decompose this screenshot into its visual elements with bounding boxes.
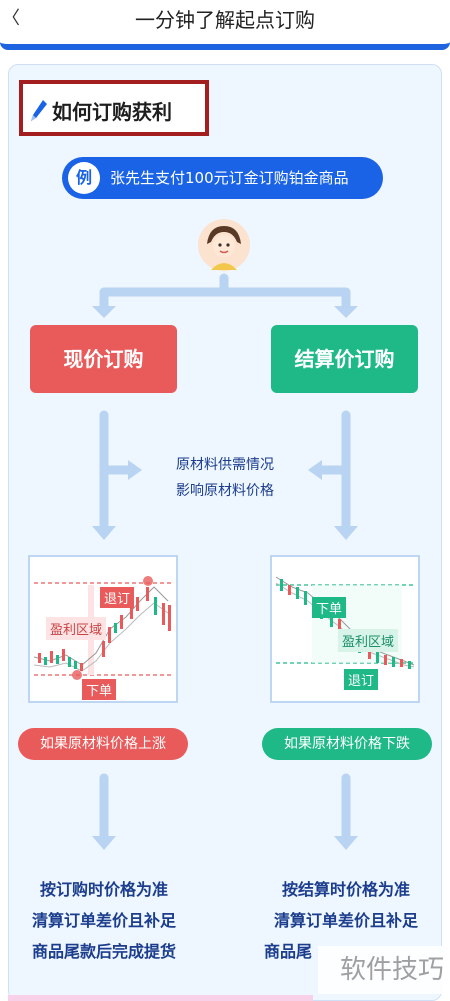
- watermark: 软件技巧: [318, 946, 448, 994]
- order-label: 下单: [82, 679, 117, 700]
- order-label: 下单: [312, 597, 347, 618]
- user-avatar-icon: [198, 219, 250, 271]
- market-note-line1: 原材料供需情况: [176, 457, 274, 473]
- rise-result-line: 商品尾款后完成提货: [31, 942, 176, 961]
- section-header: 如何订购获利: [19, 80, 209, 136]
- page-title: 一分钟了解起点订购: [135, 8, 315, 32]
- settlement-price-order-button[interactable]: 结算价订购: [271, 325, 418, 393]
- rise-chart: 退订 盈利区域 下单: [28, 555, 178, 703]
- fall-result: 按结算时价格为准 清算订单差价且补足 商品尾: [246, 874, 446, 967]
- rise-result-line: 清算订单差价且补足: [31, 911, 176, 930]
- fall-chart: 下单 盈利区域 退订: [270, 555, 420, 703]
- example-badge: 例: [68, 162, 100, 194]
- example-text: 张先生支付100元订金订购铂金商品: [110, 169, 349, 187]
- fall-result-line: 按结算时价格为准: [281, 880, 410, 899]
- fall-result-line: 清算订单差价且补足: [273, 911, 418, 930]
- exit-label: 退订: [344, 669, 379, 690]
- top-header: 〈 一分钟了解起点订购: [0, 0, 450, 50]
- section-title: 如何订购获利: [52, 100, 172, 124]
- back-button[interactable]: 〈: [2, 8, 20, 29]
- spot-price-order-button[interactable]: 现价订购: [30, 325, 177, 393]
- price-fall-tag: 如果原材料价格下跌: [262, 728, 432, 760]
- profit-zone-label: 盈利区域: [338, 629, 399, 652]
- profit-zone-label: 盈利区域: [46, 617, 107, 640]
- pen-icon: [31, 100, 47, 121]
- market-note-line2: 影响原材料价格: [176, 483, 274, 499]
- example-pill: 例 张先生支付100元订金订购铂金商品: [62, 157, 383, 199]
- exit-label: 退订: [100, 587, 135, 608]
- market-note: 原材料供需情况 影响原材料价格: [145, 452, 305, 504]
- bottom-bar: [8, 995, 313, 1001]
- price-rise-tag: 如果原材料价格上涨: [18, 728, 188, 760]
- rise-result: 按订购时价格为准 清算订单差价且补足 商品尾款后完成提货: [4, 874, 204, 967]
- rise-result-line: 按订购时价格为准: [39, 880, 168, 899]
- fall-result-line: 商品尾: [264, 942, 313, 961]
